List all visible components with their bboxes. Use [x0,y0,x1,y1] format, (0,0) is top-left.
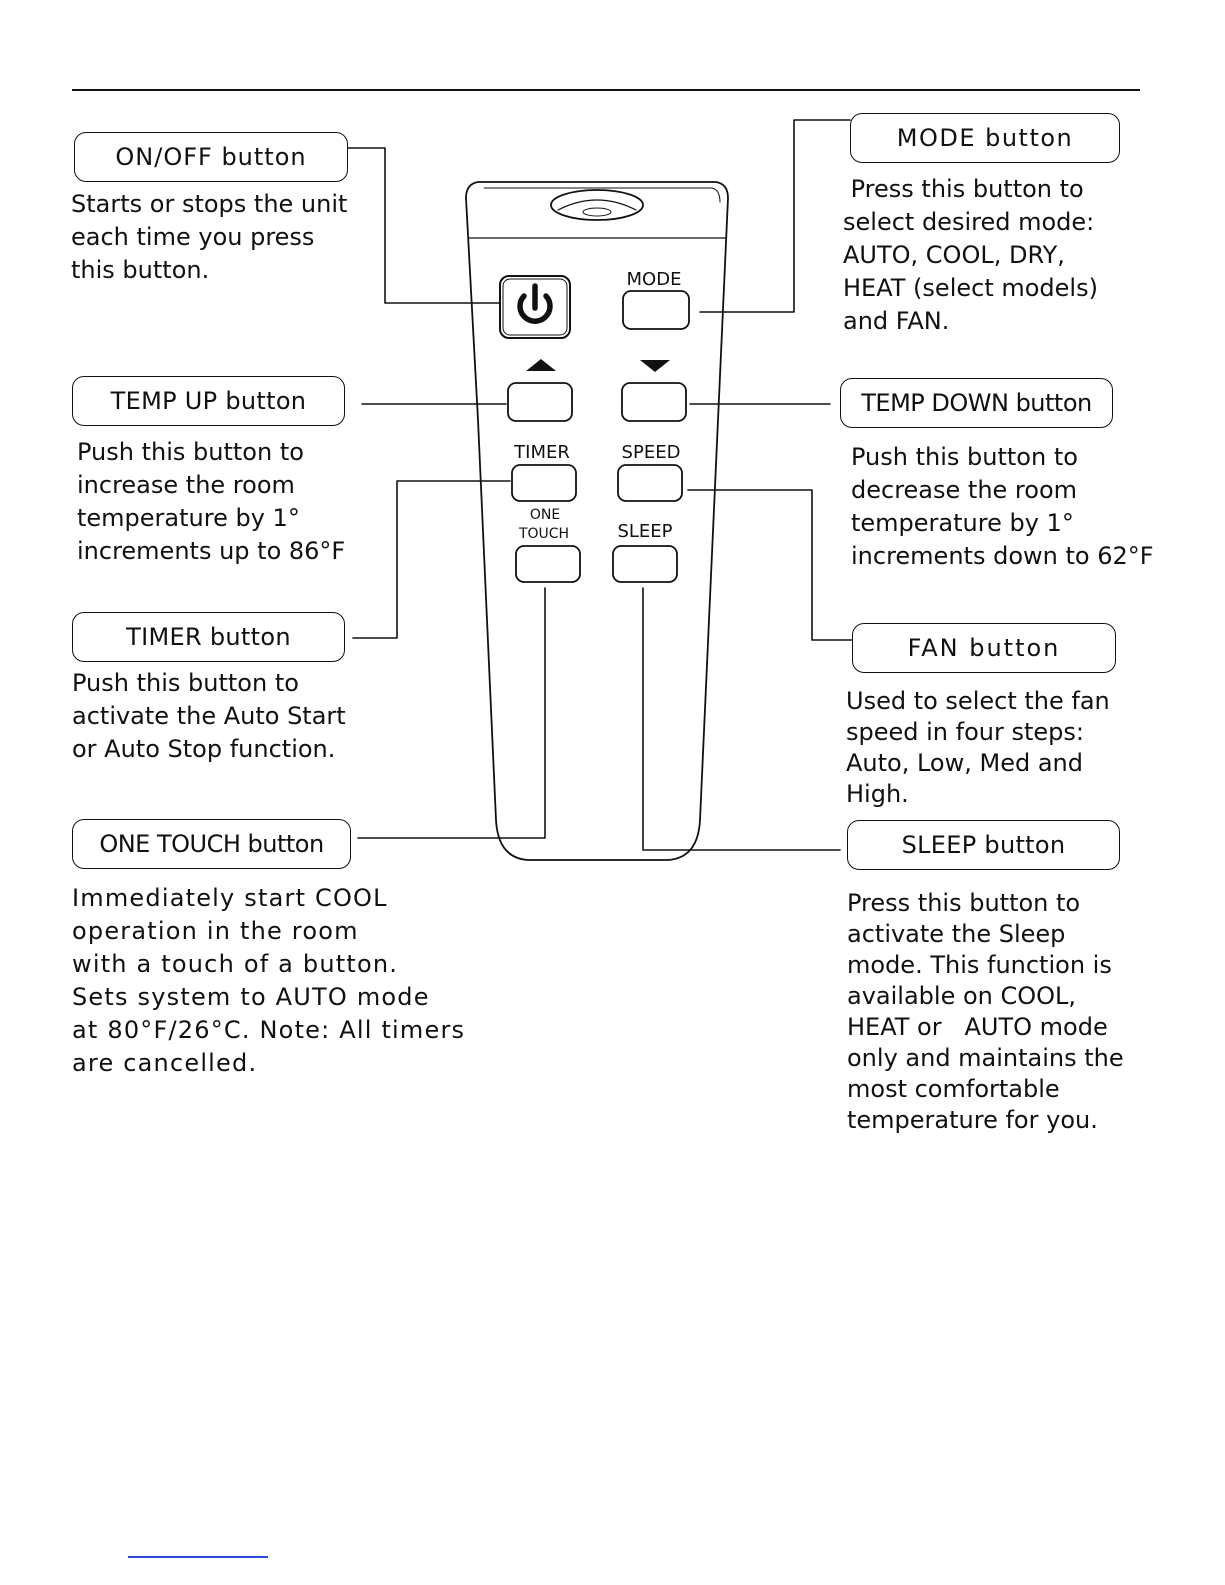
triangle-up-icon [526,359,556,371]
remote-mode-label: MODE [627,269,682,290]
mode-button-shape [622,290,690,330]
one-touch-description: Immediately start COOL operation in the … [72,884,466,1077]
top-rule [72,89,1140,91]
footer-link-underline [128,1556,268,1558]
remote-speed-label: SPEED [622,442,681,463]
leader-sleep [642,587,841,851]
fan-label-text: FAN button [907,634,1061,662]
ir-window [550,189,644,221]
remote-timer-label: TIMER [513,442,570,463]
temp-down-description: Push this button to decrease the room te… [851,443,1154,570]
sleep-description: Press this button to activate the Sleep … [847,889,1124,1134]
leader-lines [347,119,853,851]
timer-label-text: TIMER button [126,623,291,651]
triangle-down-icon [640,360,670,372]
down-button-shape [621,382,687,422]
leader-fan [687,489,853,641]
temp-up-label-text: TEMP UP button [110,387,307,415]
timer-button-shape [511,464,577,502]
temp-up-label: TEMP UP button [72,376,345,426]
one-touch-label: ONE TOUCH button [72,819,351,869]
temp-down-label: TEMP DOWN button [840,378,1113,428]
sleep-label-text: SLEEP button [901,831,1066,859]
on-off-label-text: ON/OFF button [115,143,307,171]
speed-button-shape [617,464,683,502]
temp-up-description: Push this button to increase the room te… [77,438,346,565]
leader-on-off [347,147,501,304]
one-touch-button-shape [515,545,581,583]
power-button-shape [499,275,571,339]
remote-body-inner [483,187,721,203]
leader-timer [352,480,511,639]
leader-one-touch [357,587,546,839]
mode-label-text: MODE button [896,124,1074,152]
up-button-shape [507,382,573,422]
sleep-button-shape [612,545,678,583]
remote-touch-label: TOUCH [518,526,569,542]
one-touch-label-text: ONE TOUCH button [99,830,324,858]
mode-description: Press this button to select desired mode… [843,175,1098,335]
on-off-description: Starts or stops the unit each time you p… [71,190,348,284]
leader-mode [699,119,851,313]
sleep-label: SLEEP button [847,820,1120,870]
remote-one-label: ONE [530,507,560,523]
timer-description: Push this button to activate the Auto St… [72,669,346,763]
power-icon [517,283,553,324]
on-off-label: ON/OFF button [74,132,348,182]
remote-body [465,181,729,861]
temp-down-label-text: TEMP DOWN button [861,389,1092,417]
mode-label: MODE button [850,113,1120,163]
timer-label: TIMER button [72,612,345,662]
fan-label: FAN button [852,623,1116,673]
fan-description: Used to select the fan speed in four ste… [846,687,1110,808]
remote-sleep-label: SLEEP [617,521,672,542]
